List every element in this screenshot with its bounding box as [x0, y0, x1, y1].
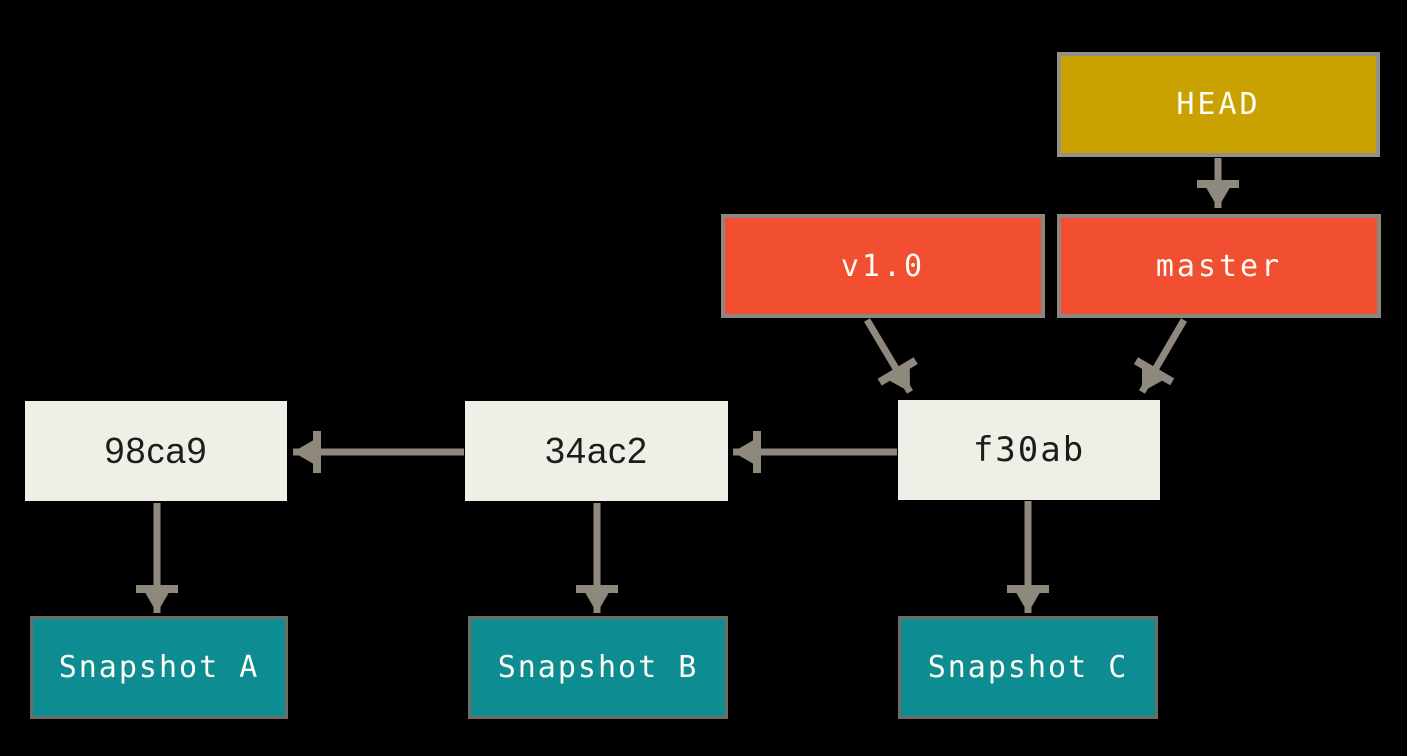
head-ref-label: HEAD	[1176, 87, 1261, 122]
snapshot-c-label: Snapshot C	[927, 650, 1129, 685]
head-ref-box: HEAD	[1057, 52, 1380, 157]
snapshot-b-box: Snapshot B	[468, 616, 728, 719]
snapshot-a-box: Snapshot A	[30, 616, 288, 719]
commit-34ac2-label: 34ac2	[544, 430, 649, 471]
commit-f30ab-box: f30ab	[898, 400, 1160, 500]
arrow-v1-to-f30ab	[863, 318, 918, 394]
snapshot-a-label: Snapshot A	[58, 650, 260, 685]
commit-98ca9-box: 98ca9	[25, 401, 287, 501]
tag-v1-label: v1.0	[840, 248, 926, 284]
tag-v1-box: v1.0	[721, 214, 1045, 318]
commit-98ca9-label: 98ca9	[104, 430, 208, 471]
branch-master-box: master	[1057, 214, 1381, 318]
snapshot-c-box: Snapshot C	[898, 616, 1158, 719]
commit-f30ab-label: f30ab	[972, 430, 1086, 470]
arrow-master-to-f30ab	[1133, 318, 1188, 394]
commit-34ac2-box: 34ac2	[465, 401, 728, 501]
snapshot-b-label: Snapshot B	[497, 650, 699, 685]
branch-master-label: master	[1155, 248, 1283, 284]
